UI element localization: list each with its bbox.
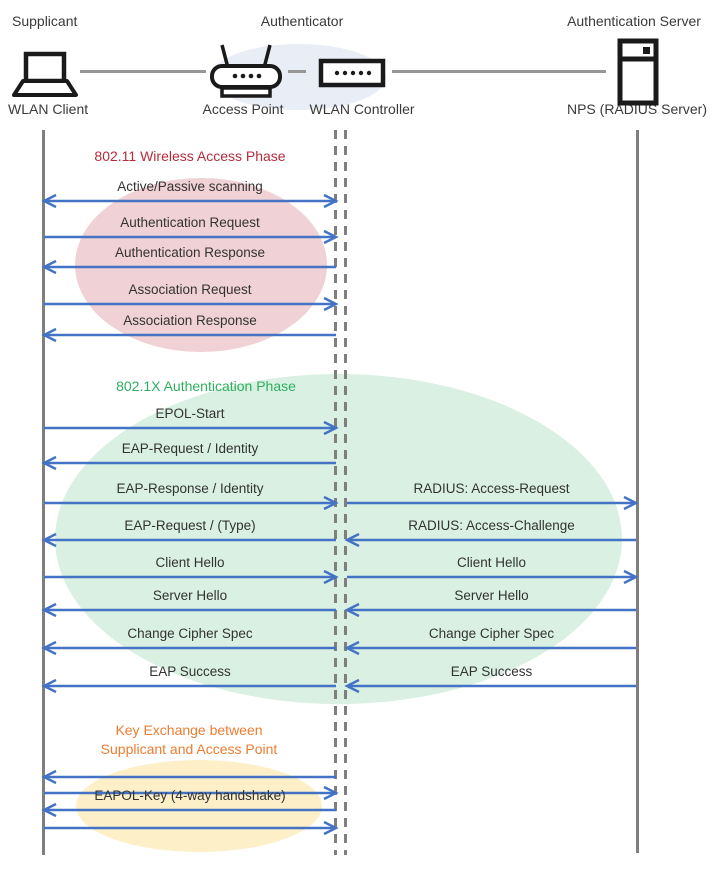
message-label: EPOL-Start <box>155 406 225 421</box>
connector-client-ap <box>80 70 206 73</box>
message-label: Server Hello <box>152 588 228 603</box>
lifeline-access-point-dashed <box>334 130 337 855</box>
supplicant-role-label: Supplicant <box>12 13 78 29</box>
lifeline-radius-server <box>636 130 639 853</box>
phase3-title: Key Exchange between Supplicant and Acce… <box>100 722 278 757</box>
message-arrow <box>44 820 339 836</box>
message-arrow <box>344 640 636 656</box>
connector-ap-controller <box>288 70 306 73</box>
message-label: Client Hello <box>456 555 527 570</box>
authenticator-role-label: Authenticator <box>260 13 344 29</box>
phase1-title: 802.11 Wireless Access Phase <box>94 148 286 164</box>
message-arrow <box>41 193 339 209</box>
message-arrow <box>44 420 339 436</box>
message-arrow <box>344 532 636 548</box>
message-label: Authentication Response <box>114 245 266 260</box>
wlan-controller-icon <box>318 58 386 88</box>
message-arrow <box>44 495 339 511</box>
authentication-server-role-label: Authentication Server <box>567 13 701 29</box>
message-arrow <box>41 602 336 618</box>
message-arrow <box>344 602 636 618</box>
message-label: EAPOL-Key (4-way handshake) <box>94 788 286 803</box>
message-arrow <box>44 785 339 801</box>
message-arrow <box>44 569 339 585</box>
message-label: Change Cipher Spec <box>428 626 555 641</box>
message-label: Authentication Request <box>120 215 260 230</box>
message-label: RADIUS: Access-Request <box>413 481 570 496</box>
message-label: EAP Success <box>149 664 231 679</box>
message-arrow <box>41 327 336 343</box>
message-arrow <box>41 640 336 656</box>
nps-radius-server-label: NPS (RADIUS Server) <box>566 101 708 117</box>
message-label: Active/Passive scanning <box>117 179 263 194</box>
message-label: RADIUS: Access-Challenge <box>408 518 575 533</box>
message-label: EAP-Response / Identity <box>116 481 264 496</box>
lifeline-wlan-controller-dashed <box>344 130 347 855</box>
message-label: Change Cipher Spec <box>127 626 253 641</box>
laptop-icon <box>12 51 78 97</box>
message-arrow <box>41 802 336 818</box>
key-exchange-phase-ellipse <box>76 760 322 852</box>
message-arrow <box>347 569 639 585</box>
message-arrow <box>41 769 336 785</box>
message-arrow <box>41 532 336 548</box>
lifeline-wlan-client <box>42 130 45 855</box>
access-point-label: Access Point <box>202 101 284 117</box>
message-arrow <box>344 678 636 694</box>
message-label: Association Request <box>128 282 252 297</box>
message-label: Association Response <box>123 313 257 328</box>
message-label: EAP-Request / Identity <box>121 441 259 456</box>
message-arrow <box>41 678 336 694</box>
message-label: EAP Success <box>450 664 533 679</box>
wlan-controller-label: WLAN Controller <box>309 101 415 117</box>
wlan-client-label: WLAN Client <box>8 101 89 117</box>
message-arrow <box>41 455 336 471</box>
connector-controller-server <box>392 70 606 73</box>
message-label: Server Hello <box>454 588 529 603</box>
message-arrow <box>347 495 639 511</box>
message-arrow <box>44 296 339 312</box>
message-arrow <box>44 229 339 245</box>
message-arrow <box>41 259 336 275</box>
message-label: EAP-Request / (Type) <box>124 518 256 533</box>
message-label: Client Hello <box>155 555 225 570</box>
server-icon <box>617 38 659 106</box>
phase2-title: 802.1X Authentication Phase <box>116 378 296 394</box>
wireless-access-phase-ellipse <box>75 178 327 352</box>
access-point-icon <box>210 44 282 98</box>
